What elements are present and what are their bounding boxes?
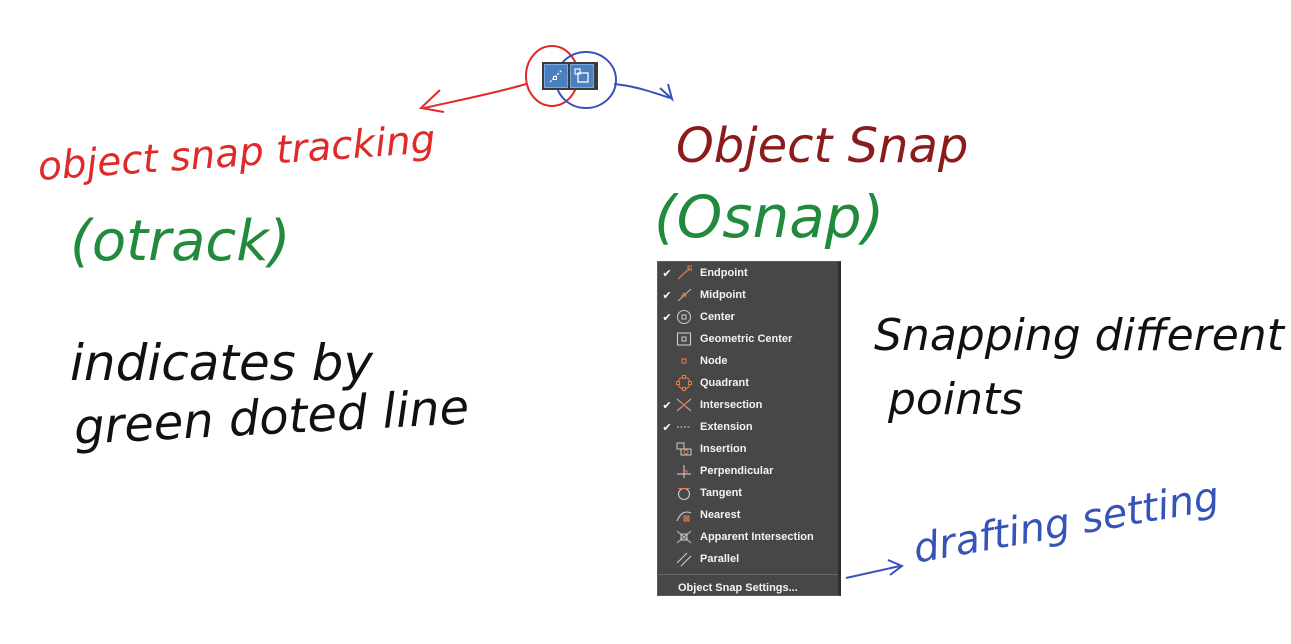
perpendicular-icon [674, 463, 694, 479]
quadrant-icon [674, 375, 694, 391]
menu-item-label: Tangent [700, 487, 742, 499]
menu-separator [658, 574, 838, 575]
center-icon [674, 309, 694, 325]
extension-icon [674, 419, 694, 435]
object-snap-settings-item[interactable]: Object Snap Settings... [678, 582, 798, 594]
status-toolbar [542, 62, 598, 90]
menu-item-label: Perpendicular [700, 465, 774, 477]
blue-arrow [613, 83, 671, 99]
tangent-icon [674, 485, 694, 501]
menu-item-insertion[interactable]: Insertion [658, 438, 838, 460]
menu-item-label: Geometric Center [700, 333, 793, 345]
nearest-icon [674, 507, 694, 523]
menu-item-label: Quadrant [700, 377, 749, 389]
menu-item-label: Extension [700, 421, 753, 433]
menu-item-label: Insertion [700, 443, 747, 455]
otrack-abbrev: (otrack) [70, 209, 291, 274]
checkmark-icon: ✔ [662, 267, 672, 280]
menu-item-label: Nearest [700, 509, 741, 521]
osnap-title: Object Snap [676, 118, 969, 174]
menu-item-label: Intersection [700, 399, 763, 411]
menu-item-endpoint[interactable]: ✔ Endpoint [658, 262, 838, 284]
geometric-center-icon [674, 331, 694, 347]
menu-item-label: Endpoint [700, 267, 748, 279]
object-snap-button[interactable] [570, 64, 594, 88]
settings-arrow [845, 565, 901, 579]
checkmark-icon: ✔ [662, 311, 672, 324]
menu-item-parallel[interactable]: Parallel [658, 548, 838, 570]
endpoint-icon [674, 265, 694, 281]
menu-item-center[interactable]: ✔ Center [658, 306, 838, 328]
checkmark-icon: ✔ [662, 421, 672, 434]
menu-item-label: Midpoint [700, 289, 746, 301]
checkmark-icon: ✔ [662, 399, 672, 412]
midpoint-icon [674, 287, 694, 303]
menu-item-label: Node [700, 355, 728, 367]
menu-item-label: Parallel [700, 553, 740, 565]
checkmark-icon: ✔ [662, 289, 672, 302]
menu-item-intersection[interactable]: ✔ Intersection [658, 394, 838, 416]
blue-arrowhead [659, 83, 674, 103]
otrack-icon [549, 69, 563, 83]
menu-item-node[interactable]: Node [658, 350, 838, 372]
menu-item-midpoint[interactable]: ✔ Midpoint [658, 284, 838, 306]
menu-item-apparent-intersection[interactable]: Apparent Intersection [658, 526, 838, 548]
menu-item-label: Center [700, 311, 735, 323]
menu-item-quadrant[interactable]: Quadrant [658, 372, 838, 394]
red-arrow [423, 83, 527, 109]
menu-item-extension[interactable]: ✔ Extension [658, 416, 838, 438]
node-icon [674, 353, 694, 369]
object-snap-tracking-button[interactable] [544, 64, 568, 88]
parallel-icon [674, 551, 694, 567]
otrack-note-line1: indicates by [70, 334, 373, 392]
insertion-icon [674, 441, 694, 457]
menu-item-nearest[interactable]: Nearest [658, 504, 838, 526]
intersection-icon [674, 397, 694, 413]
menu-item-geometric-center[interactable]: Geometric Center [658, 328, 838, 350]
red-arrowhead [418, 89, 445, 113]
menu-item-label: Apparent Intersection [700, 531, 814, 543]
menu-item-perpendicular[interactable]: Perpendicular [658, 460, 838, 482]
osnap-icon [574, 68, 589, 83]
menu-item-tangent[interactable]: Tangent [658, 482, 838, 504]
apparent-intersection-icon [674, 529, 694, 545]
osnap-note-line1: Snapping different [874, 310, 1284, 361]
osnap-abbrev: (Osnap) [654, 183, 885, 251]
osnap-note-line2: points [888, 374, 1024, 425]
settings-arrowhead [887, 559, 904, 576]
